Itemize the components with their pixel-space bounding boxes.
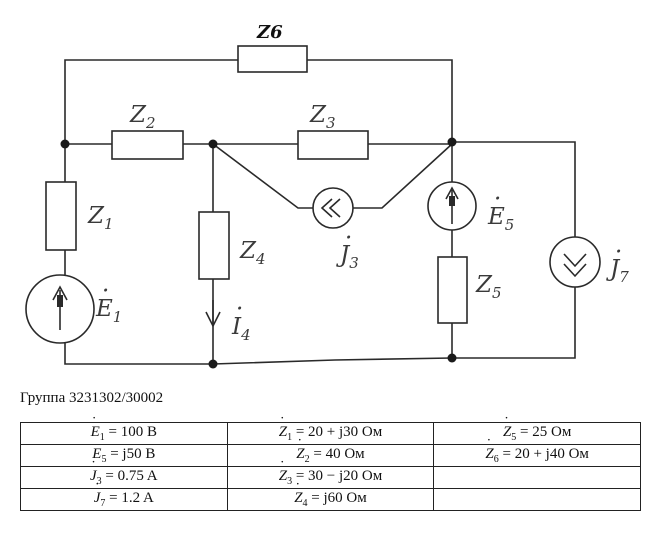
e1-label: E1 [95,296,122,326]
i4-dot: · [236,296,243,322]
parameter-symbol: Z3 [279,459,293,487]
table-row: J7 = 1.2 AZ4 = j60 Ом [20,481,641,511]
node [60,139,70,149]
parameter-value: = 20 + j40 Ом [498,446,589,462]
e5-voltage-source [427,181,477,231]
parameter-symbol: Z2 [296,437,310,465]
parameter-symbol: J7 [94,481,106,509]
z4-label: Z4 [239,238,266,268]
table-row: E1 = 100 BZ1 = 20 + j30 ОмZ5 = 25 Ом [20,415,641,445]
parameter-value: = 40 Ом [309,446,365,462]
i4-current-arrow [205,300,221,328]
z2-impedance [111,130,184,160]
table-row: E5 = j50 BZ2 = 40 ОмZ6 = 20 + j40 Ом [20,437,641,467]
node [447,137,457,147]
parameter-value: = 25 Ом [516,424,572,440]
parameter-subscript: 1 [287,432,293,443]
e5-dot: · [494,186,501,212]
z1-impedance [45,181,77,251]
z3-impedance [297,130,369,160]
parameter-subscript: 7 [100,498,106,509]
parameter-symbol: Z4 [294,481,308,509]
table-cell: E5 = j50 B [20,444,228,467]
parameter-value: = j60 Ом [307,490,367,506]
wires [64,59,576,365]
z6-label: Z6 [256,22,283,43]
j7-dot: · [615,239,622,265]
table-cell [433,488,641,511]
parameter-value: = j50 B [106,446,156,462]
table-cell: Z6 = 20 + j40 Ом [433,437,641,467]
parameter-value: = 30 − j20 Ом [292,468,383,484]
j3-dot: · [345,225,352,251]
parameter-subscript: 4 [302,498,308,509]
parameter-value: = 20 + j30 Ом [292,424,383,440]
j3-label: J3 [336,242,359,272]
z6-impedance [237,45,308,73]
parameter-symbol: E5 [92,446,107,465]
parameter-subscript: 5 [101,454,107,465]
z5-label: Z5 [475,272,502,302]
parameter-subscript: 1 [99,432,105,443]
table-row: J3 = 0.75 AZ3 = 30 − j20 Ом [20,459,641,489]
table-cell: J7 = 1.2 A [20,481,228,511]
parameter-value: = 0.75 A [101,468,158,484]
j7-label: J7 [606,256,629,286]
parameter-subscript: 3 [287,476,293,487]
circuit-diagram: Z6 Z2 Z3 Z1 Z4 Z5 E1 · E5 · J3 · J7 · I4… [25,22,629,369]
z5-impedance [437,256,468,324]
parameter-symbol: E1 [91,415,105,443]
table-cell: Z3 = 30 − j20 Ом [226,459,435,489]
e5-label: E5 [487,204,514,234]
parameter-symbol: Z5 [503,415,517,443]
parameter-value: = 1.2 A [105,490,154,506]
node [447,353,457,363]
z1-label: Z1 [87,203,114,233]
table-cell: Z2 = 40 Ом [226,437,435,467]
node [208,139,218,149]
z4-impedance [198,211,230,280]
table-cell: J3 = 0.75 A [20,459,228,489]
table-cell: Z1 = 20 + j30 Ом [226,415,435,445]
node [208,359,218,369]
e1-voltage-source [25,274,95,344]
j3-current-source [312,187,354,229]
parameter-symbol: Z6 [485,437,499,465]
group-label: Группа 3231302/30002 [20,390,164,406]
z3-label: Z3 [309,102,336,132]
table-cell [433,466,641,489]
table-cell: Z5 = 25 Ом [433,415,641,445]
parameter-subscript: 6 [493,454,499,465]
parameter-value: = 100 B [104,424,158,440]
parameter-symbol: Z1 [279,415,293,443]
parameter-subscript: 5 [511,432,517,443]
j7-current-source [549,236,601,288]
table-cell: Z4 = j60 Ом [226,481,435,511]
i4-label: I4 [231,314,251,344]
parameter-subscript: 2 [304,454,310,465]
z2-label: Z2 [129,102,156,132]
table-cell: E1 = 100 B [20,415,228,445]
e1-dot: · [102,278,109,304]
